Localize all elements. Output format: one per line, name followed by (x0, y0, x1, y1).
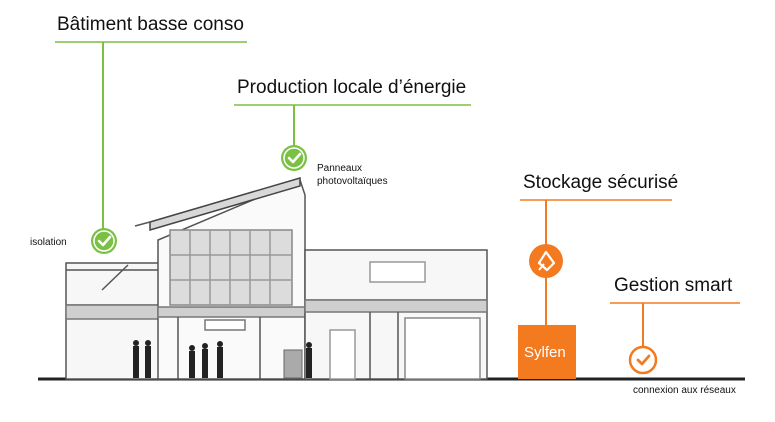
green-callout-lines (55, 41, 471, 230)
check-circle-icon (628, 345, 658, 375)
battery-brand-label: Sylfen (524, 344, 566, 361)
grid-connection-label: connexion aux réseaux (633, 385, 736, 396)
smart-management-label: Gestion smart (614, 275, 733, 296)
insulation-label: isolation (30, 237, 67, 248)
building-drawing (65, 176, 488, 380)
leaf-diamond-icon (529, 244, 563, 278)
check-circle-icon (91, 228, 117, 254)
battery-storage-box (518, 325, 576, 379)
check-circle-icon (281, 145, 307, 171)
storage-label: Stockage sécurisé (523, 172, 679, 193)
kiosk (283, 349, 303, 379)
panels-label-line2: photovoltaïques (317, 176, 388, 187)
panels-label-line1: Panneaux (317, 163, 363, 174)
production-label: Production locale d’énergie (237, 77, 467, 98)
people-silhouettes (133, 340, 312, 378)
building-label: Bâtiment basse conso (57, 14, 244, 35)
